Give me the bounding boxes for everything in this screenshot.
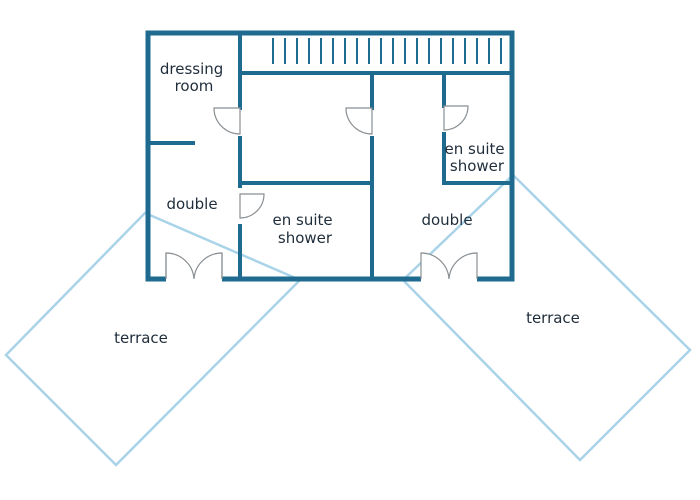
- staircase: [272, 38, 502, 64]
- label-en-suite-right: en suite shower: [445, 140, 510, 175]
- door-en-suite-center: [239, 193, 265, 219]
- label-double-right: double: [421, 211, 472, 229]
- door-terrace-right-b: [448, 252, 478, 280]
- label-en-suite-center: en suite shower: [273, 211, 338, 247]
- terrace-left: [4, 211, 303, 467]
- outer-wall: [145, 30, 515, 282]
- door-terrace-left-b: [193, 252, 223, 280]
- label-terrace-right: terrace: [526, 309, 580, 327]
- terrace-right: [401, 173, 692, 462]
- label-double-left: double: [166, 195, 217, 213]
- interior-walls: [146, 31, 514, 281]
- door-en-suite-right: [443, 105, 469, 131]
- doors: [165, 105, 478, 286]
- door-dressing: [213, 107, 241, 135]
- label-terrace-left: terrace: [114, 329, 168, 347]
- label-dressing-room: dressing room: [160, 60, 228, 95]
- door-terrace-left-a: [165, 252, 195, 280]
- door-terrace-right-a: [420, 252, 450, 280]
- door-center-room: [345, 107, 373, 135]
